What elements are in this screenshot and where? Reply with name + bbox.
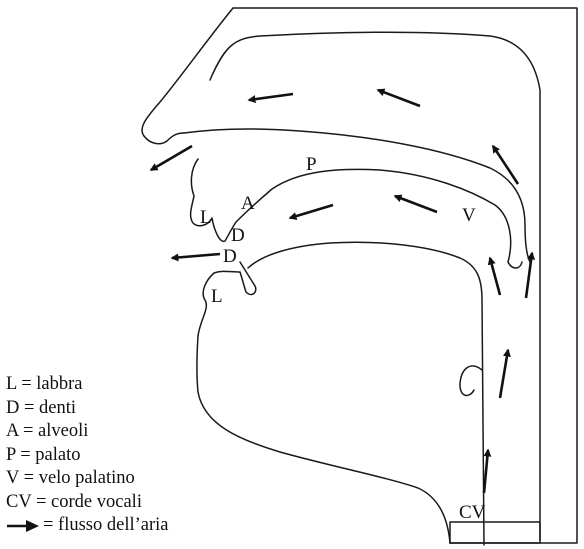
label-vocal-cords: CV [459, 502, 486, 523]
legend-text: = flusso dell’aria [43, 514, 169, 538]
airflow-arrow [151, 146, 192, 170]
legend-text: P = palato [6, 444, 81, 468]
label-lower-teeth: D [223, 246, 237, 267]
legend-item-palate: P = palato [6, 444, 169, 468]
legend-item-vocal-cords: CV = corde vocali [6, 491, 169, 515]
legend-item-alveoli: A = alveoli [6, 420, 169, 444]
lower-mouth-outline [197, 262, 450, 543]
label-upper-lip: L [200, 207, 212, 228]
label-palate: P [306, 154, 317, 175]
legend: L = labbra D = denti A = alveoli P = pal… [6, 373, 169, 538]
airflow-arrow [378, 90, 420, 106]
legend-text: L = labbra [6, 373, 83, 397]
airflow-arrow [249, 94, 293, 100]
legend-item-teeth: D = denti [6, 397, 169, 421]
airflow-arrow [172, 254, 220, 258]
label-velum: V [462, 205, 476, 226]
label-lower-lip: L [211, 286, 223, 307]
airflow-arrow [290, 205, 333, 218]
airflow-arrow [484, 450, 488, 493]
arrow-icon [6, 518, 40, 534]
label-upper-teeth: D [231, 225, 245, 246]
airflow-arrow [500, 350, 508, 398]
legend-item-lips: L = labbra [6, 373, 169, 397]
legend-text: CV = corde vocali [6, 491, 142, 515]
legend-text: A = alveoli [6, 420, 88, 444]
legend-text: V = velo palatino [6, 467, 135, 491]
nasal-cavity-outline [210, 32, 540, 540]
tongue-outline [248, 242, 484, 545]
epiglottis-outline [460, 366, 482, 396]
legend-text: D = denti [6, 397, 76, 421]
legend-item-airflow: = flusso dell’aria [6, 514, 169, 538]
airflow-arrow [395, 196, 437, 212]
airflow-arrows [151, 90, 532, 493]
legend-item-velum: V = velo palatino [6, 467, 169, 491]
vocal-cords-box [450, 522, 540, 543]
airflow-arrow [490, 258, 500, 295]
label-alveoli: A [241, 193, 255, 214]
nose-outline [142, 8, 233, 144]
head-outline [142, 8, 577, 543]
skull-outline [233, 8, 577, 543]
